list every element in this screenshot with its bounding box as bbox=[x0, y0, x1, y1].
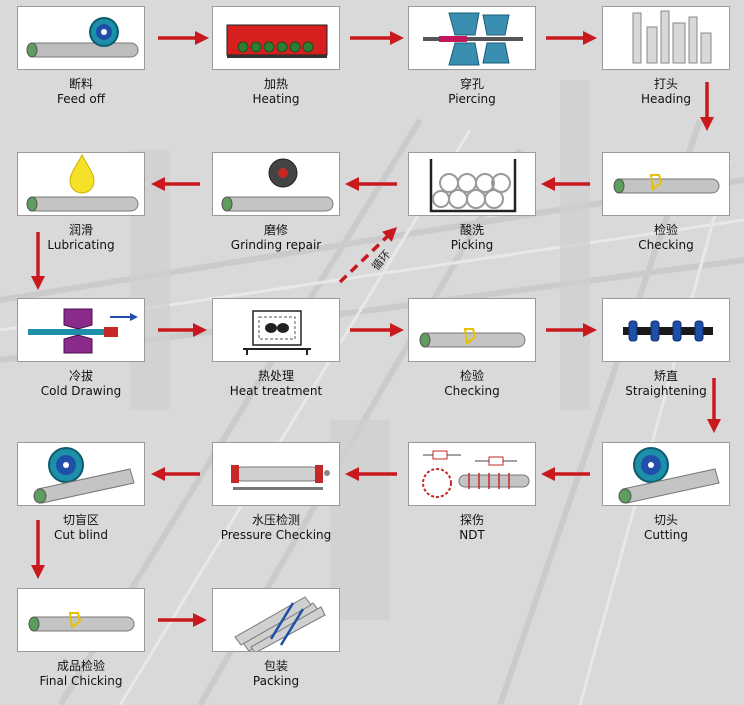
step-label-zh: 热处理 bbox=[257, 369, 294, 383]
tube-bundle-icon bbox=[234, 596, 326, 651]
step-image bbox=[212, 6, 340, 70]
arrow-loop-back bbox=[338, 227, 398, 284]
step-label-en: Packing bbox=[252, 674, 300, 688]
step-image bbox=[17, 442, 145, 506]
step-label-en: Picking bbox=[450, 238, 494, 252]
step-image bbox=[212, 152, 340, 216]
step-image bbox=[17, 588, 145, 652]
step-image bbox=[17, 6, 145, 70]
step-label-zh: 包装 bbox=[263, 659, 288, 673]
step-image bbox=[17, 152, 145, 216]
step-image bbox=[408, 6, 536, 70]
step-label-en: NDT bbox=[459, 528, 485, 542]
piercing-rolls-icon bbox=[423, 12, 523, 66]
furnace-icon bbox=[226, 24, 328, 58]
step-label-en: Heat treatment bbox=[229, 384, 323, 398]
step-label-zh: 打头 bbox=[653, 77, 678, 91]
step-image bbox=[408, 298, 536, 362]
drawing-die-icon bbox=[28, 308, 138, 354]
step-image bbox=[212, 442, 340, 506]
step-label-en: Cold Drawing bbox=[40, 384, 122, 398]
step-label-zh: 加热 bbox=[263, 77, 288, 91]
step-image bbox=[602, 6, 730, 70]
step-label-zh: 断料 bbox=[68, 77, 93, 91]
step-label-zh: 水压检测 bbox=[251, 513, 300, 527]
step-image bbox=[408, 442, 536, 506]
step-label-zh: 穿孔 bbox=[459, 77, 484, 91]
cutting-disc-icon bbox=[33, 447, 135, 504]
step-image bbox=[17, 298, 145, 362]
step-label-zh: 矫直 bbox=[653, 369, 678, 383]
step-label-zh: 检验 bbox=[653, 223, 678, 237]
step-label-zh: 切头 bbox=[653, 513, 678, 527]
cutting-disc-icon bbox=[618, 447, 720, 504]
grinding-wheel-icon bbox=[221, 158, 334, 212]
pressure-test-icon bbox=[231, 465, 330, 490]
step-label-en: Checking bbox=[638, 238, 694, 252]
step-image bbox=[602, 442, 730, 506]
step-label-en: Grinding repair bbox=[230, 238, 322, 252]
step-label-en: Cut blind bbox=[53, 528, 108, 542]
inspected-tube-icon bbox=[613, 174, 720, 194]
step-label-en: Heading bbox=[641, 92, 691, 106]
step-label-en: Piercing bbox=[448, 92, 496, 106]
step-label-en: Lubricating bbox=[47, 238, 115, 252]
step-label-zh: 冷拔 bbox=[68, 369, 93, 383]
step-label-en: Final Chicking bbox=[39, 674, 123, 688]
step-image bbox=[408, 152, 536, 216]
step-label-en: Feed off bbox=[56, 92, 106, 106]
step-label-zh: 探伤 bbox=[459, 513, 484, 527]
ndt-coil-icon bbox=[422, 450, 530, 498]
straightener-rolls-icon bbox=[623, 320, 713, 342]
step-label-en: Pressure Checking bbox=[220, 528, 332, 542]
inspected-tube-icon bbox=[419, 328, 526, 348]
step-label-zh: 磨修 bbox=[263, 223, 288, 237]
step-label-zh: 切盲区 bbox=[62, 513, 99, 527]
step-label-en: Heating bbox=[252, 92, 300, 106]
inspected-tube-icon bbox=[28, 612, 135, 632]
acid-tank-icon bbox=[429, 159, 517, 213]
step-label-zh: 润滑 bbox=[68, 223, 93, 237]
step-label-zh: 检验 bbox=[459, 369, 484, 383]
step-label-en: Checking bbox=[444, 384, 500, 398]
step-label-zh: 成品检验 bbox=[56, 659, 105, 673]
heat-treatment-icon bbox=[243, 310, 311, 355]
heading-tubes-icon bbox=[632, 10, 712, 64]
oil-drop-icon bbox=[26, 153, 139, 212]
step-label-en: Straightening bbox=[625, 384, 707, 398]
tube-cutter-icon bbox=[26, 17, 139, 58]
step-label-zh: 酸洗 bbox=[459, 223, 484, 237]
step-image bbox=[602, 152, 730, 216]
step-image bbox=[212, 298, 340, 362]
step-image bbox=[212, 588, 340, 652]
step-image bbox=[602, 298, 730, 362]
step-label-en: Cutting bbox=[644, 528, 688, 542]
